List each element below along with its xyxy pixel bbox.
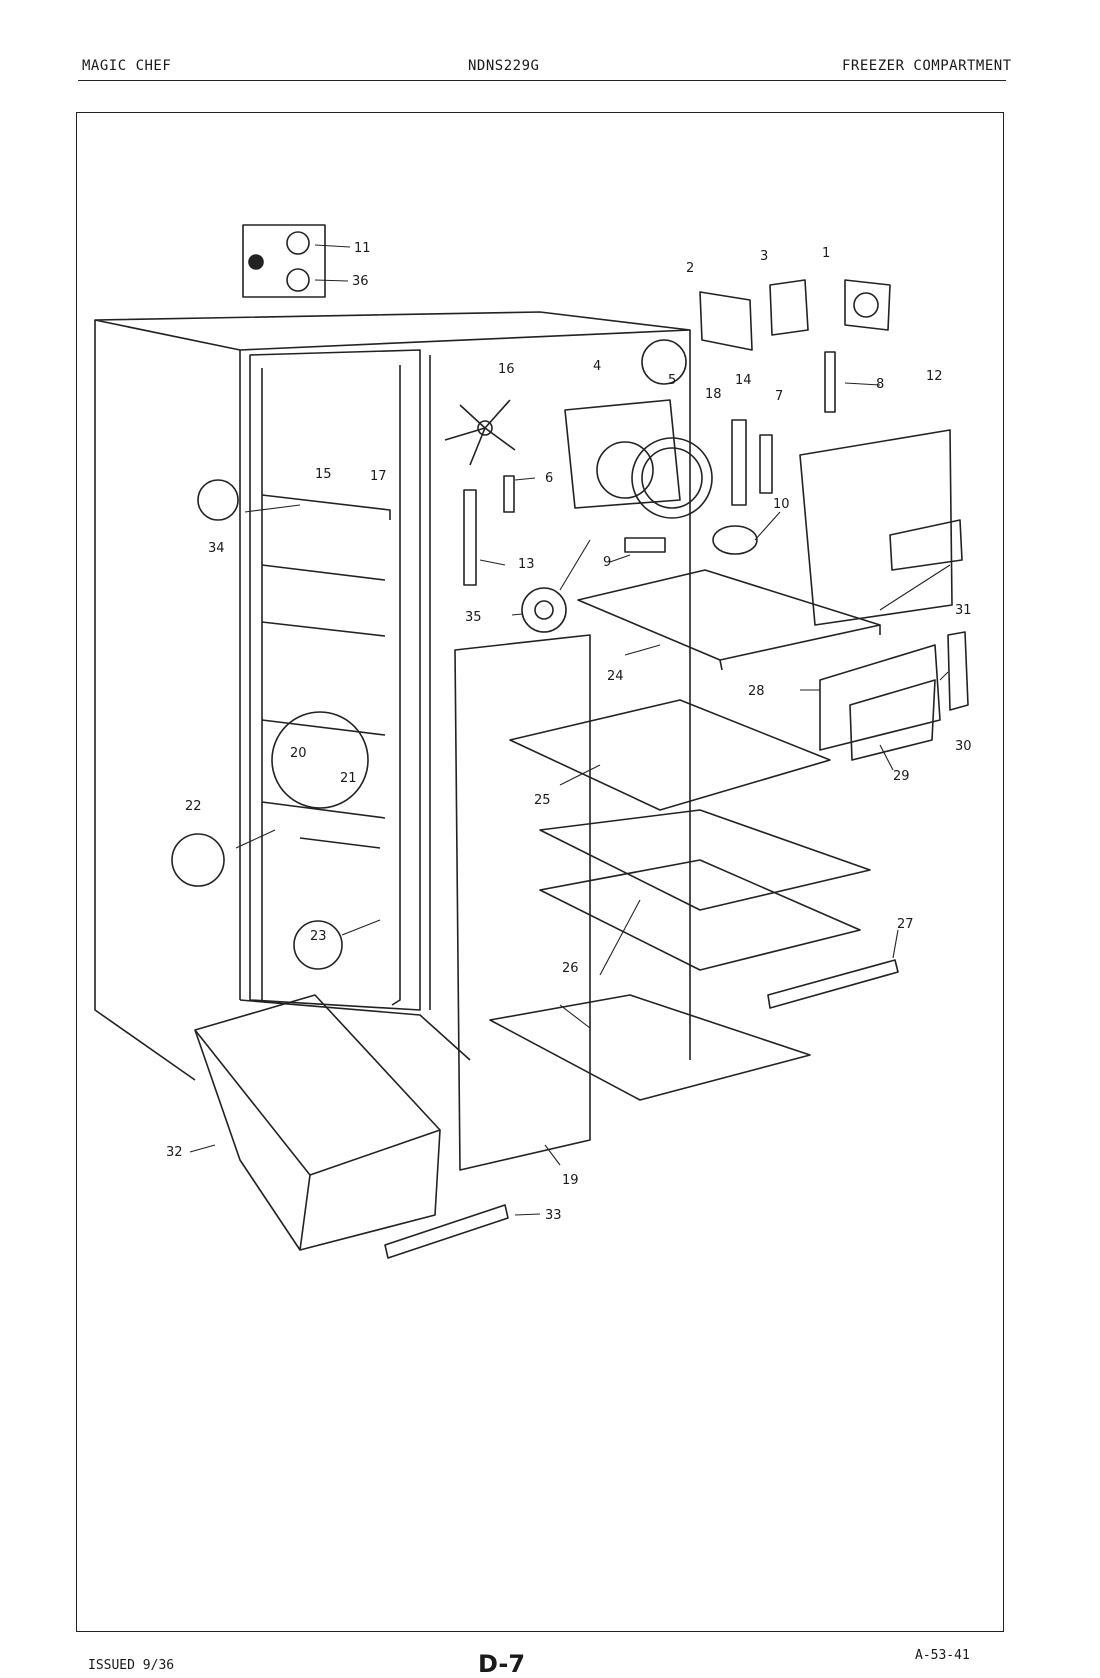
header-rule — [78, 80, 1006, 81]
callout-36: 36 — [352, 274, 369, 289]
exploded-parts-diagram: 1 2 3 4 5 6 7 8 9 10 11 12 13 14 15 16 1… — [94, 224, 972, 1259]
callout-19: 19 — [562, 1173, 579, 1188]
callout-2: 2 — [686, 261, 694, 276]
inset-20-21 — [271, 711, 369, 809]
shelf-25 — [509, 699, 831, 811]
callout-33: 33 — [545, 1208, 562, 1223]
callout-31: 31 — [955, 603, 972, 618]
header-model: NDNS229G — [468, 58, 540, 74]
bracket-1 — [844, 279, 891, 331]
callout-35: 35 — [465, 610, 482, 625]
footer-issued: ISSUED 9/36 — [88, 1658, 175, 1673]
fan-shroud-18 — [631, 437, 713, 519]
cabinet-outline — [94, 311, 691, 351]
callout-32: 32 — [166, 1145, 183, 1160]
bracket-2 — [699, 291, 753, 351]
callout-17: 17 — [370, 469, 387, 484]
inset-23 — [293, 920, 343, 970]
header-section: FREEZER COMPARTMENT — [842, 58, 1012, 74]
callout-25: 25 — [534, 793, 551, 808]
callout-3: 3 — [760, 249, 768, 264]
callout-1: 1 — [822, 246, 830, 261]
callout-34: 34 — [208, 541, 225, 556]
callout-20: 20 — [290, 746, 307, 761]
callout-9: 9 — [603, 555, 611, 570]
fan-blade-16 — [444, 399, 516, 466]
header-brand: MAGIC CHEF — [82, 58, 172, 74]
inset-box-11-36 — [242, 224, 326, 298]
callout-5: 5 — [668, 373, 676, 388]
ice-bin-32 — [194, 994, 441, 1251]
callout-16: 16 — [498, 362, 515, 377]
callout-18: 18 — [705, 387, 722, 402]
shelf-26 — [489, 809, 871, 1101]
evaporator-cover-12 — [799, 429, 953, 626]
callout-30: 30 — [955, 739, 972, 754]
callout-6: 6 — [545, 471, 553, 486]
callout-11: 11 — [354, 241, 371, 256]
callout-23: 23 — [310, 929, 327, 944]
callout-13: 13 — [518, 557, 535, 572]
callout-15: 15 — [315, 467, 332, 482]
callout-24: 24 — [607, 669, 624, 684]
shelf-24 — [577, 569, 881, 671]
motor-5 — [641, 339, 687, 385]
callout-27: 27 — [897, 917, 914, 932]
grommet-34 — [197, 479, 239, 521]
bracket-3 — [769, 279, 809, 336]
callout-26: 26 — [562, 961, 579, 976]
callout-12: 12 — [926, 369, 943, 384]
crisper-28 — [819, 644, 941, 751]
footer-page-number: D-7 — [478, 1650, 526, 1678]
callout-7: 7 — [775, 389, 783, 404]
footer-code: A-53-41 — [915, 1648, 970, 1663]
inset-22 — [171, 833, 225, 887]
grommet-35 — [521, 587, 567, 633]
callout-8: 8 — [876, 377, 884, 392]
strip-27 — [767, 959, 899, 1009]
callout-29: 29 — [893, 769, 910, 784]
callout-22: 22 — [185, 799, 202, 814]
callout-10: 10 — [773, 497, 790, 512]
callout-21: 21 — [340, 771, 357, 786]
panel-19 — [454, 634, 591, 1171]
callout-4: 4 — [593, 359, 601, 374]
callout-14: 14 — [735, 373, 752, 388]
strip-33 — [384, 1204, 509, 1259]
callout-28: 28 — [748, 684, 765, 699]
housing-4 — [564, 399, 681, 509]
